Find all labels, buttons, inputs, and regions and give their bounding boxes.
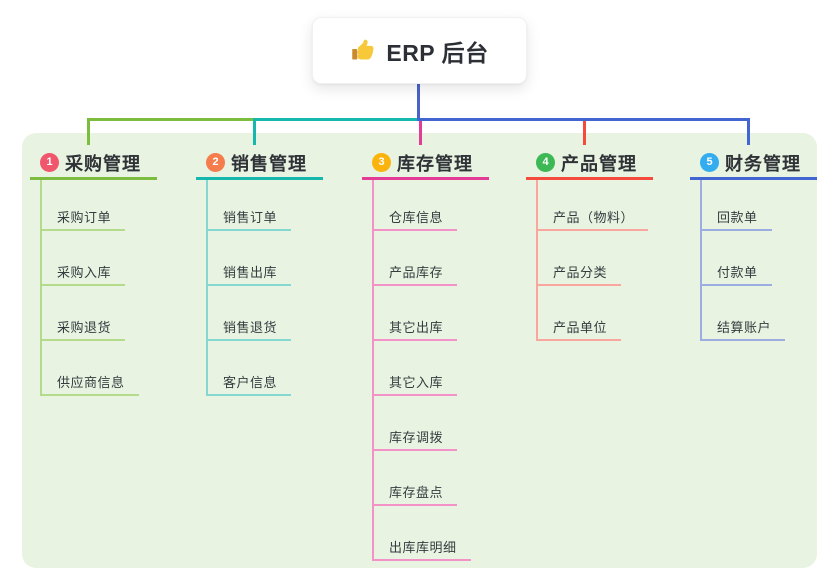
branch-badge: 3	[372, 153, 391, 172]
connector-rail-left-green	[87, 118, 256, 121]
child-node-3-1[interactable]: 仓库信息	[372, 205, 458, 231]
child-node-2-3[interactable]: 销售退货	[206, 315, 292, 341]
branch-label: 采购管理	[65, 153, 141, 174]
branch-label: 销售管理	[231, 153, 307, 174]
child-node-3-4[interactable]: 其它入库	[372, 370, 458, 396]
child-node-3-2[interactable]: 产品库存	[372, 260, 458, 286]
branch-badge: 5	[700, 153, 719, 172]
child-node-2-1[interactable]: 销售订单	[206, 205, 292, 231]
child-node-3-7[interactable]: 出库库明细	[372, 535, 471, 561]
branch-badge: 1	[40, 153, 59, 172]
connector-rail-right-blue	[417, 118, 750, 121]
child-node-1-2[interactable]: 采购入库	[40, 260, 126, 286]
connector-drop-branch-5	[747, 118, 750, 145]
root-node[interactable]: ERP 后台	[312, 17, 527, 84]
connector-children-spine-5	[700, 180, 702, 341]
child-node-3-5[interactable]: 库存调拨	[372, 425, 458, 451]
branch-badge: 2	[206, 153, 225, 172]
child-node-1-1[interactable]: 采购订单	[40, 205, 126, 231]
branch-node-3[interactable]: 3 库存管理	[362, 148, 489, 180]
connector-children-spine-4	[536, 180, 538, 341]
child-node-2-2[interactable]: 销售出库	[206, 260, 292, 286]
child-node-5-1[interactable]: 回款单	[700, 205, 772, 231]
connector-drop-branch-1	[87, 118, 90, 145]
child-node-5-2[interactable]: 付款单	[700, 260, 772, 286]
connector-children-spine-3	[372, 180, 374, 561]
child-node-5-3[interactable]: 结算账户	[700, 315, 786, 341]
branch-node-2[interactable]: 2 销售管理	[196, 148, 323, 180]
child-node-1-4[interactable]: 供应商信息	[40, 370, 139, 396]
branch-badge: 4	[536, 153, 555, 172]
branch-label: 库存管理	[397, 153, 473, 174]
branch-label: 财务管理	[725, 153, 801, 174]
connector-drop-branch-2	[253, 118, 256, 145]
connector-drop-branch-3	[419, 118, 422, 145]
branches-panel	[22, 133, 817, 568]
root-node-label: ERP 后台	[386, 39, 489, 66]
child-node-4-2[interactable]: 产品分类	[536, 260, 622, 286]
child-node-3-6[interactable]: 库存盘点	[372, 480, 458, 506]
child-node-4-3[interactable]: 产品单位	[536, 315, 622, 341]
branch-node-4[interactable]: 4 产品管理	[526, 148, 653, 180]
connector-children-spine-2	[206, 180, 208, 396]
connector-rail-mid-teal	[253, 118, 420, 121]
child-node-4-1[interactable]: 产品（物料）	[536, 205, 649, 231]
branch-node-1[interactable]: 1 采购管理	[30, 148, 157, 180]
connector-children-spine-1	[40, 180, 42, 396]
branch-node-5[interactable]: 5 财务管理	[690, 148, 817, 180]
branch-label: 产品管理	[561, 153, 637, 174]
child-node-2-4[interactable]: 客户信息	[206, 370, 292, 396]
thumbs-up-icon	[350, 37, 377, 64]
connector-drop-branch-4	[583, 118, 586, 145]
connector-root-trunk	[417, 82, 420, 121]
child-node-3-3[interactable]: 其它出库	[372, 315, 458, 341]
child-node-1-3[interactable]: 采购退货	[40, 315, 126, 341]
